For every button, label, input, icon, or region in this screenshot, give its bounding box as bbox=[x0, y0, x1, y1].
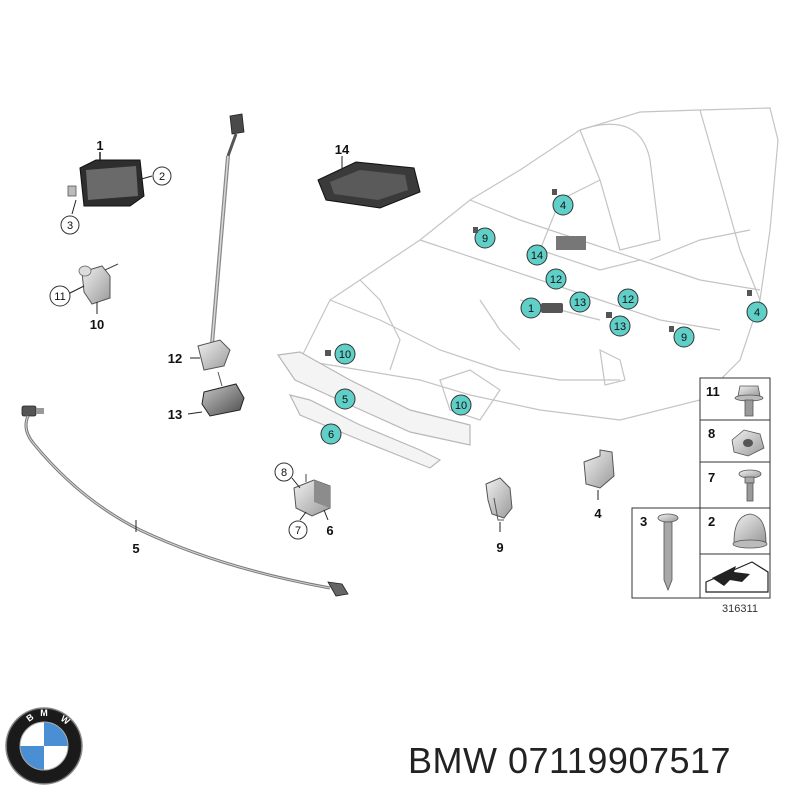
marker-label: 10 bbox=[339, 349, 351, 361]
legend-bolt-11 bbox=[734, 385, 764, 417]
marker-4: 4 bbox=[552, 194, 574, 216]
marker-label: 13 bbox=[574, 297, 586, 309]
callout-2-label: 2 bbox=[159, 171, 165, 183]
marker-label: 9 bbox=[482, 233, 488, 245]
callout-4: 4 bbox=[594, 506, 602, 521]
callout-11: 11 bbox=[49, 285, 71, 307]
marker-10: 10 bbox=[450, 394, 472, 416]
part-cable bbox=[21, 405, 349, 597]
callout-7: 7 bbox=[288, 520, 308, 540]
marker-5: 5 bbox=[334, 388, 356, 410]
legend-cap-2 bbox=[732, 513, 768, 549]
callout-14: 14 bbox=[335, 142, 350, 157]
marker-label: 14 bbox=[531, 250, 543, 262]
legend-3: 3 bbox=[640, 514, 647, 529]
marker-label: 4 bbox=[560, 200, 566, 212]
part-rod-sensor bbox=[187, 113, 245, 417]
callout-11-label: 11 bbox=[54, 291, 65, 303]
callout-5: 5 bbox=[132, 541, 139, 556]
marker-9: 9 bbox=[673, 326, 695, 348]
body-small-parts bbox=[325, 189, 752, 356]
marker-label: 6 bbox=[328, 429, 334, 441]
marker-9: 9 bbox=[474, 227, 496, 249]
callout-12: 12 bbox=[168, 351, 182, 366]
marker-10: 10 bbox=[334, 343, 356, 365]
legend-8: 8 bbox=[708, 426, 715, 441]
part-sensor-bracket bbox=[67, 263, 119, 314]
marker-label: 5 bbox=[342, 394, 348, 406]
marker-label: 13 bbox=[614, 321, 626, 333]
marker-12: 12 bbox=[617, 288, 639, 310]
part-clip-block bbox=[291, 474, 331, 521]
callout-10: 10 bbox=[90, 317, 104, 332]
marker-label: 9 bbox=[681, 332, 687, 344]
fastener-legend: 11 8 7 3 2 bbox=[631, 377, 771, 599]
marker-4: 4 bbox=[746, 301, 768, 323]
part-cover-plate bbox=[317, 156, 421, 209]
svg-text:M: M bbox=[40, 708, 48, 718]
marker-13: 13 bbox=[569, 291, 591, 313]
callout-7-label: 7 bbox=[295, 525, 301, 537]
callout-6: 6 bbox=[326, 523, 333, 538]
callout-8-label: 8 bbox=[281, 467, 287, 479]
legend-screw-3 bbox=[657, 513, 679, 592]
marker-6: 6 bbox=[320, 423, 342, 445]
part-number-title: BMW 07119907517 bbox=[408, 740, 732, 781]
callout-8: 8 bbox=[274, 462, 294, 482]
drawing-number: 316311 bbox=[722, 603, 758, 615]
marker-label: 10 bbox=[455, 400, 467, 412]
callout-2: 2 bbox=[152, 166, 172, 186]
marker-14: 14 bbox=[526, 244, 548, 266]
callout-9: 9 bbox=[496, 540, 503, 555]
marker-12: 12 bbox=[545, 268, 567, 290]
marker-13: 13 bbox=[609, 315, 631, 337]
marker-label: 12 bbox=[550, 274, 562, 286]
legend-clip-8 bbox=[731, 429, 765, 457]
part-holder bbox=[485, 477, 513, 532]
marker-label: 12 bbox=[622, 294, 634, 306]
legend-bolt-7 bbox=[738, 469, 762, 502]
part-control-unit bbox=[67, 152, 153, 215]
marker-label: 1 bbox=[528, 303, 534, 315]
bmw-logo: B M W bbox=[5, 707, 83, 785]
callout-13: 13 bbox=[168, 407, 182, 422]
body-markers: 4 9 14 12 1 13 12 13 9 4 10 5 10 6 bbox=[320, 194, 768, 445]
legend-2: 2 bbox=[708, 514, 715, 529]
part-bracket bbox=[583, 449, 615, 500]
legend-7: 7 bbox=[708, 470, 715, 485]
callout-3-label: 3 bbox=[67, 220, 73, 232]
callout-3: 3 bbox=[60, 215, 80, 235]
legend-11: 11 bbox=[706, 384, 720, 399]
callout-1: 1 bbox=[96, 138, 103, 153]
bumper-carrier bbox=[276, 351, 471, 469]
marker-label: 4 bbox=[754, 307, 760, 319]
marker-1: 1 bbox=[520, 297, 542, 319]
svg-text:B: B bbox=[24, 711, 35, 723]
legend-arrow-symbol bbox=[705, 561, 769, 593]
